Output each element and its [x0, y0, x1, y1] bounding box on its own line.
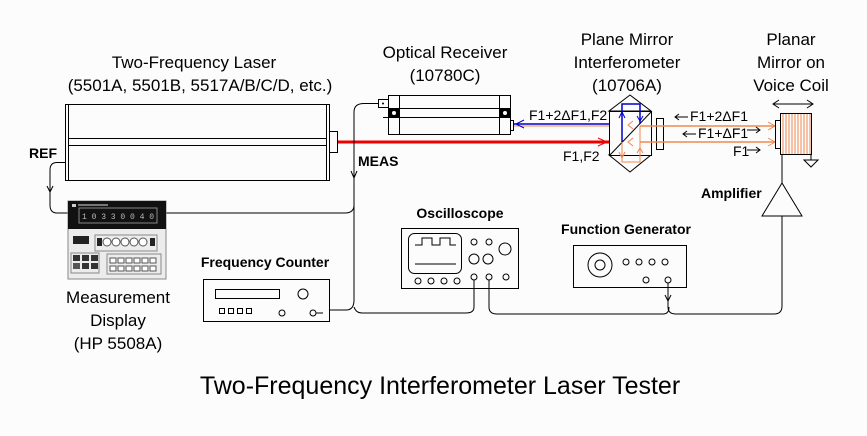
return-arrow-2-icon — [682, 130, 696, 138]
laser-beam-label: F1,F2 — [563, 148, 600, 164]
ref-cable — [49, 162, 80, 214]
return-beam-1-label: F1+2ΔF1 — [690, 108, 748, 124]
measurement-display[interactable]: 1 0 3 3 0 0 4 0 — [67, 200, 167, 280]
receiver-label: Optical Receiver — [383, 43, 508, 62]
optical-receiver[interactable] — [378, 95, 514, 135]
display-label-2: Display — [90, 311, 146, 330]
motion-arrow-icon — [772, 99, 814, 109]
mirror-label-3: Voice Coil — [753, 76, 829, 95]
waveform-icon — [415, 237, 456, 246]
meas-label: MEAS — [358, 153, 398, 169]
plane-mirror-interferometer[interactable] — [607, 94, 664, 173]
planar-mirror-voice-coil[interactable] — [775, 113, 820, 191]
oscilloscope-label: Oscilloscope — [416, 205, 503, 221]
display-readout: 1 0 3 3 0 0 4 0 — [82, 213, 154, 222]
display-label-1: Measurement — [66, 288, 170, 307]
frequency-counter[interactable] — [203, 279, 330, 322]
laser-label: Two-Frequency Laser — [112, 53, 277, 72]
function-generator[interactable] — [573, 245, 687, 288]
display-model-label: (HP 5508A) — [74, 334, 163, 353]
mirror-label-2: Mirror on — [757, 53, 825, 72]
amplifier-label: Amplifier — [701, 185, 762, 201]
laser-models-label: (5501A, 5501B, 5517A/B/C/D, etc.) — [68, 76, 333, 95]
ground-icon — [802, 159, 820, 168]
receiver-model-label: (10780C) — [410, 66, 481, 85]
return-arrow-1-icon — [674, 113, 688, 121]
meas-arrow-icon — [350, 170, 358, 180]
ref-label: REF — [29, 145, 57, 161]
amplifier[interactable] — [761, 182, 803, 217]
interferometer-model-label: (10706A) — [592, 76, 662, 95]
oscilloscope[interactable] — [401, 228, 519, 289]
diagram-title: Two-Frequency Interferometer Laser Teste… — [200, 372, 680, 400]
receiver-beam-label: F1+2ΔF1,F2 — [529, 107, 607, 123]
ref-arrow-icon — [46, 185, 54, 194]
laser-beam-arrow-icon — [597, 137, 609, 147]
function-generator-label: Function Generator — [561, 221, 691, 237]
mirror-label-1: Planar — [766, 30, 815, 49]
outgoing-beam-label: F1 — [733, 143, 750, 159]
meas-cable — [323, 103, 378, 311]
return-beam-2-label: F1+ΔF1 — [698, 125, 748, 141]
interferometer-label-2: Interferometer — [574, 53, 681, 72]
receiver-beam-arrow-icon — [514, 119, 525, 129]
counter-label: Frequency Counter — [201, 254, 330, 270]
interferometer-label-1: Plane Mirror — [581, 30, 674, 49]
laser-body[interactable] — [65, 104, 338, 181]
